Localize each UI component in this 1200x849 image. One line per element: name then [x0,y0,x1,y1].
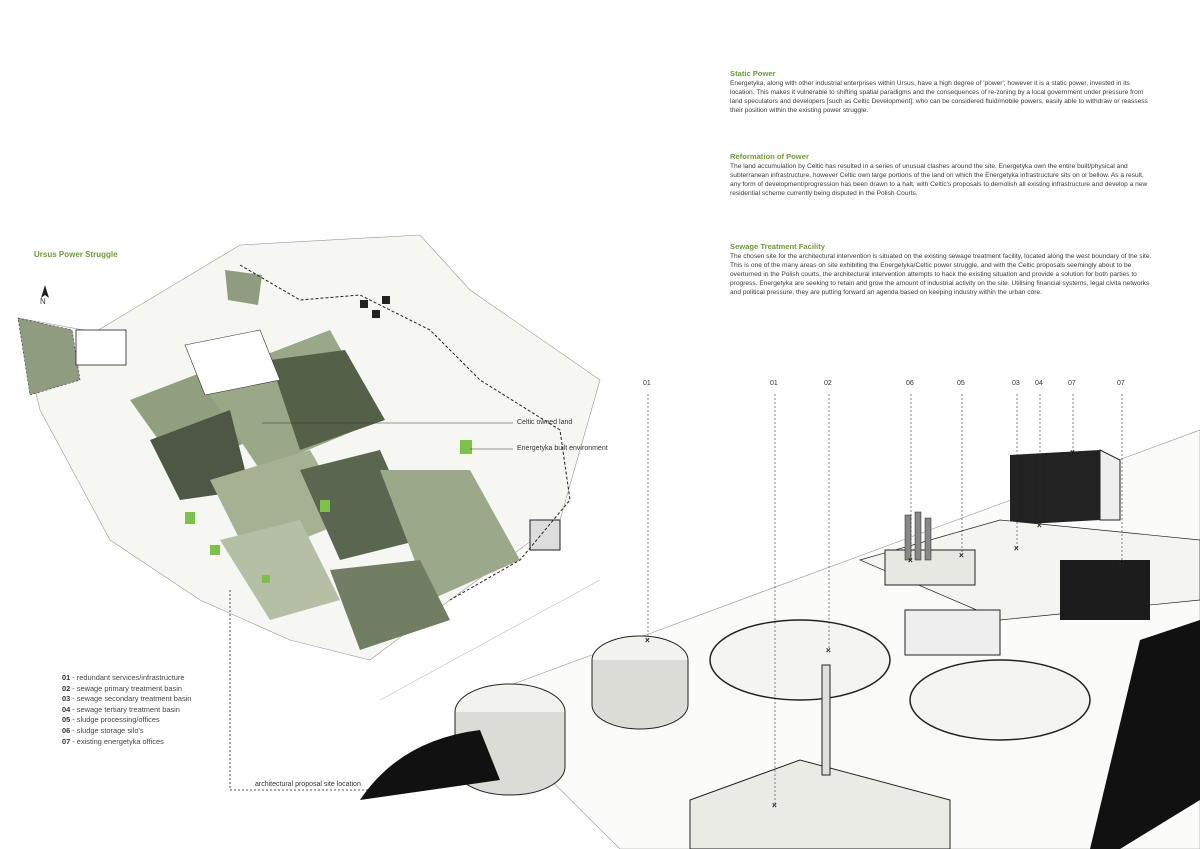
callout-marker-icon: × [1037,521,1042,530]
callout-marker-icon: × [959,551,964,560]
callout-marker-icon: × [645,636,650,645]
legend-item: 04 - sewage tertiary treatment basin [62,704,180,714]
section-heading: Sewage Treatment Facility [730,242,825,251]
section-static-power: Static Power Energetyka, along with othe… [730,69,1155,115]
callout-label: 04 [1035,380,1043,387]
section-heading: Reformation of Power [730,152,809,161]
callout-marker-icon: × [1014,544,1019,553]
north-label: N [40,297,46,306]
callout-marker-icon: × [826,646,831,655]
legend-item: 02 - sewage primary treatment basin [62,683,182,693]
callout-label: 01 [770,380,778,387]
callout-label: 06 [906,380,914,387]
celtic-land-label: Celtic owned land [517,419,573,426]
section-body: The chosen site for the architectural in… [730,253,1152,297]
legend: 01 - redundant services/infrastructure 0… [62,673,191,747]
callout-label: 03 [1012,380,1020,387]
callout-label: 01 [643,380,651,387]
axonometric-view: × × × × × × × × × [360,394,1200,849]
section-heading: Static Power [730,69,776,78]
legend-item: 06 - sludge storage silo's [62,725,144,735]
north-arrow-icon [41,285,49,298]
callout-label: 05 [957,380,965,387]
site-plan [17,234,601,791]
section-reformation-of-power: Reformation of Power The land accumulati… [730,152,1155,198]
callout-marker-icon: × [908,556,913,565]
legend-item: 07 - existing energetyka offices [62,736,164,746]
callout-label: 07 [1068,380,1076,387]
legend-item: 01 - redundant services/infrastructure [62,673,185,682]
callout-marker-icon: × [772,801,777,810]
map-title: Ursus Power Struggle [34,250,118,259]
callout-marker-icon: × [1119,558,1124,567]
section-body: The land accumulation by Celtic has resu… [730,163,1148,198]
callout-label: 07 [1117,380,1125,387]
legend-item: 03 - sewage secondary treatment basin [62,694,192,704]
section-body: Energetyka, along with other industrial … [730,80,1148,115]
site-location-label: architectural proposal site location [255,781,361,788]
legend-item: 05 - sludge processing/offices [62,715,160,725]
callout-label: 02 [824,380,832,387]
energetyka-label: Energetyka built environment [517,445,608,452]
section-sewage-treatment: Sewage Treatment Facility The chosen sit… [730,242,1155,297]
callout-marker-icon: × [1070,448,1075,457]
